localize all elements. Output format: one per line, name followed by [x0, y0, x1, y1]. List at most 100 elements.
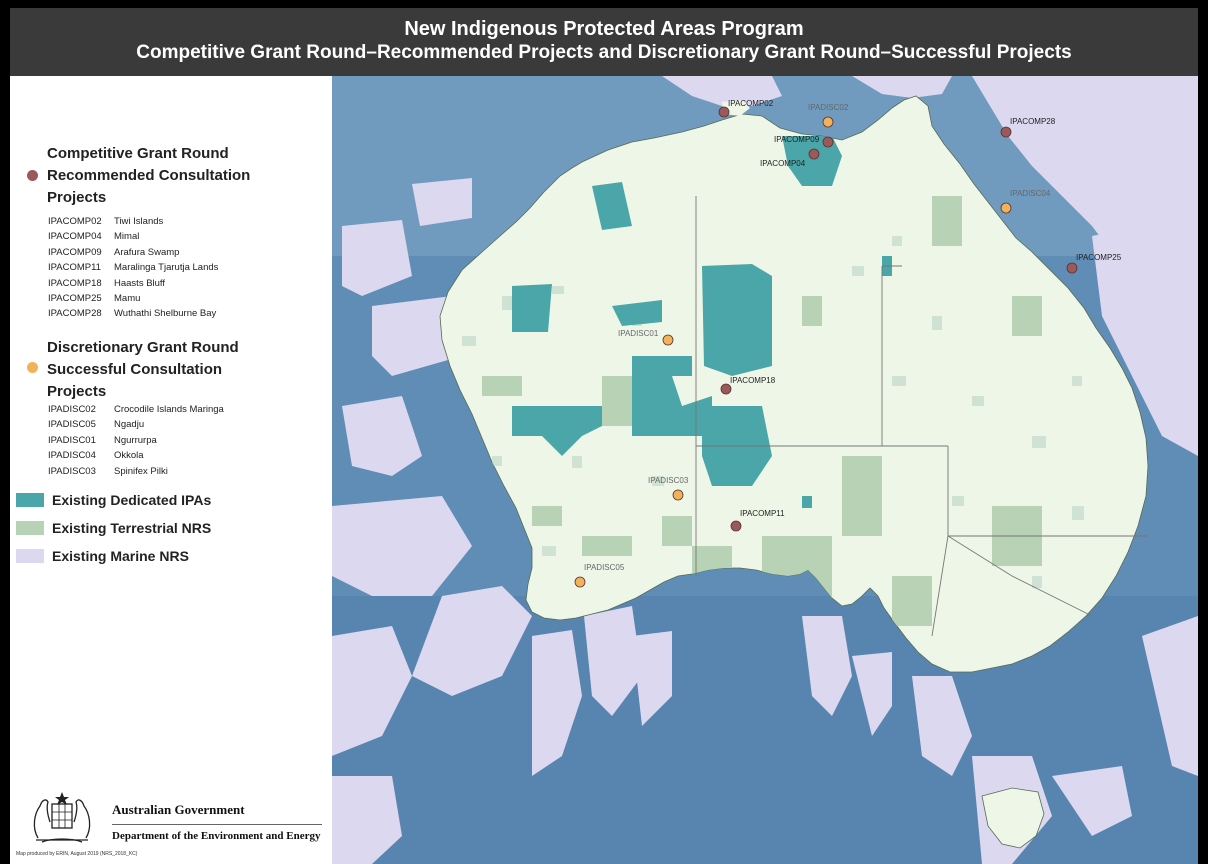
- title-bar: New Indigenous Protected Areas Program C…: [10, 8, 1198, 76]
- marker-label: IPACOMP11: [740, 509, 785, 518]
- competitive-section-title: Competitive Grant Round Recommended Cons…: [47, 143, 250, 209]
- project-marker[interactable]: IPACOMP11: [730, 509, 785, 532]
- marker-label: IPACOMP04: [760, 159, 806, 168]
- marker-label: IPADISC03: [648, 476, 689, 485]
- competitive-project-list: IPACOMP02 Tiwi Islands IPACOMP04 Mimal IPA…: [48, 214, 218, 322]
- project-code: IPACOMP18: [48, 277, 102, 289]
- marker-dot[interactable]: [574, 576, 586, 588]
- list-item: IPACOMP02 Tiwi Islands: [48, 214, 218, 229]
- competitive-title-line-1: Competitive Grant Round: [47, 145, 229, 162]
- layer-label: Existing Terrestrial NRS: [52, 520, 212, 536]
- project-name: Maralinga Tjarutja Lands: [114, 262, 219, 274]
- project-code: IPADISC03: [48, 465, 96, 477]
- marker-label: IPACOMP18: [730, 376, 776, 385]
- project-code: IPACOMP09: [48, 246, 102, 258]
- discretionary-title-line-1: Discretionary Grant Round: [47, 339, 239, 356]
- project-marker[interactable]: IPACOMP25: [1066, 253, 1122, 274]
- discretionary-section-title: Discretionary Grant Round Successful Con…: [47, 337, 239, 403]
- discretionary-title-line-2: Successful Consultation: [47, 361, 223, 378]
- project-code: IPACOMP11: [48, 262, 101, 274]
- marker-dot[interactable]: [822, 136, 834, 148]
- branding-divider: [112, 824, 322, 825]
- tasmania: [981, 787, 1045, 849]
- project-name: Mimal: [114, 231, 140, 243]
- discretionary-project-list: IPADISC02 Crocodile Islands Maringa IPADI…: [48, 402, 224, 479]
- list-item: IPADISC05 Ngadju: [48, 417, 224, 432]
- marker-dot[interactable]: [1000, 126, 1012, 138]
- discretionary-marker-icon: [27, 362, 38, 373]
- project-name: Wuthathi Shelburne Bay: [114, 308, 217, 320]
- map-frame: New Indigenous Protected Areas Program C…: [10, 8, 1198, 864]
- project-marker[interactable]: IPACOMP18: [720, 376, 776, 395]
- project-name: Tiwi Islands: [114, 216, 164, 227]
- project-name: Ngadju: [114, 419, 145, 431]
- project-name: Haasts Bluff: [114, 277, 166, 289]
- legend-panel: Competitive Grant Round Recommended Cons…: [10, 76, 332, 864]
- marker-label: IPADISC01: [618, 329, 659, 338]
- project-marker[interactable]: IPADISC05: [574, 563, 625, 588]
- list-item: IPACOMP28 Wuthathi Shelburne Bay: [48, 306, 218, 321]
- marker-dot[interactable]: [662, 334, 674, 346]
- state-borders: [695, 196, 1148, 637]
- ipa-swatch-icon: [16, 493, 44, 507]
- marker-label: IPADISC02: [808, 103, 849, 112]
- government-name: Australian Government: [112, 802, 245, 817]
- map-credit: Map produced by ERIN, August 2019 (NRS_2…: [16, 851, 138, 857]
- discretionary-title-line-3: Projects: [47, 383, 107, 400]
- project-name: Mamu: [114, 293, 141, 305]
- marker-label: IPACOMP09: [774, 135, 820, 144]
- competitive-title-line-2: Recommended Consultation: [47, 167, 251, 184]
- marker-dot[interactable]: [1000, 202, 1012, 214]
- legend-layer-terrestrial: Existing Terrestrial NRS: [16, 520, 211, 536]
- marker-dot[interactable]: [808, 148, 820, 160]
- marker-dot[interactable]: [672, 489, 684, 501]
- project-marker[interactable]: IPADISC01: [618, 329, 674, 346]
- marker-dot[interactable]: [718, 106, 730, 118]
- marker-dot[interactable]: [1066, 262, 1078, 274]
- australia-map[interactable]: IPACOMP02IPADISC02IPACOMP09IPACOMP04IPAC…: [332, 76, 1198, 864]
- project-marker[interactable]: IPACOMP04: [760, 148, 820, 168]
- project-code: IPACOMP04: [48, 231, 102, 243]
- list-item: IPADISC02 Crocodile Islands Maringa: [48, 402, 224, 417]
- department-name: Department of the Environment and Energy: [112, 830, 321, 842]
- marine-swatch-icon: [16, 549, 44, 563]
- marker-dot[interactable]: [822, 116, 834, 128]
- marker-label: IPACOMP28: [1010, 117, 1056, 126]
- competitive-title-line-3: Projects: [47, 189, 107, 206]
- terrestrial-swatch-icon: [16, 521, 44, 535]
- list-item: IPADISC04 Okkola: [48, 448, 224, 463]
- marker-label: IPACOMP02: [728, 99, 774, 108]
- project-name: Crocodile Islands Maringa: [114, 404, 224, 415]
- legend-layer-ipas: Existing Dedicated IPAs: [16, 492, 211, 508]
- project-code: IPADISC02: [48, 404, 96, 415]
- map-title: New Indigenous Protected Areas Program: [404, 18, 804, 40]
- list-item: IPACOMP11 Maralinga Tjarutja Lands: [48, 260, 218, 275]
- project-code: IPACOMP28: [48, 308, 102, 320]
- government-branding: Australian Government Department of the …: [24, 788, 324, 850]
- project-marker[interactable]: IPACOMP02: [718, 99, 774, 118]
- marker-dot[interactable]: [730, 520, 742, 532]
- project-code: IPACOMP25: [48, 293, 102, 305]
- marker-label: IPADISC05: [584, 563, 625, 572]
- project-marker[interactable]: IPADISC03: [648, 476, 689, 501]
- project-marker[interactable]: IPADISC02: [808, 103, 849, 128]
- marker-label: IPACOMP25: [1076, 253, 1122, 262]
- project-marker[interactable]: IPADISC04: [1000, 189, 1051, 214]
- layer-label: Existing Dedicated IPAs: [52, 492, 212, 508]
- layer-label: Existing Marine NRS: [52, 548, 189, 564]
- project-name: Okkola: [114, 450, 144, 462]
- project-code: IPADISC04: [48, 450, 96, 462]
- project-marker[interactable]: IPACOMP28: [1000, 117, 1056, 138]
- marker-dot[interactable]: [720, 383, 732, 395]
- list-item: IPACOMP18 Haasts Bluff: [48, 276, 218, 291]
- project-code: IPACOMP02: [48, 216, 102, 227]
- competitive-marker-icon: [27, 170, 38, 181]
- project-name: Ngurrurpa: [114, 434, 157, 446]
- project-code: IPADISC05: [48, 419, 96, 431]
- marine-nrs-areas: [332, 76, 1198, 864]
- coat-of-arms-icon: [33, 792, 91, 843]
- project-marker[interactable]: IPACOMP09: [774, 135, 834, 148]
